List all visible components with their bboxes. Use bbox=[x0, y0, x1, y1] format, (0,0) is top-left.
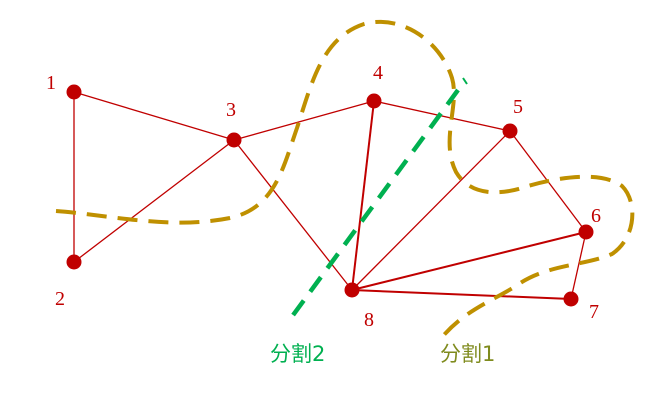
node-label-4: 4 bbox=[373, 62, 383, 84]
edge-3-8 bbox=[233, 139, 353, 291]
node-7 bbox=[563, 291, 579, 307]
node-label-1: 1 bbox=[46, 72, 56, 94]
edge-6-7 bbox=[570, 231, 587, 300]
edges-layer bbox=[73, 91, 587, 300]
labels-layer: 1 2 3 4 5 6 7 8 bbox=[46, 62, 601, 331]
node-1 bbox=[66, 84, 82, 100]
node-5 bbox=[502, 123, 518, 139]
cut2-dashed-line bbox=[286, 88, 460, 324]
cut2-label: 分割2 bbox=[270, 342, 325, 366]
node-3 bbox=[226, 132, 242, 148]
edge-4-8 bbox=[351, 100, 375, 291]
cuts-layer bbox=[55, 19, 635, 338]
node-label-6: 6 bbox=[591, 205, 601, 227]
node-label-2: 2 bbox=[55, 288, 65, 310]
nodes-layer bbox=[66, 84, 594, 307]
edge-2-3 bbox=[73, 139, 235, 263]
node-2 bbox=[66, 254, 82, 270]
edge-6-8 bbox=[351, 231, 587, 291]
cut1-label: 分割1 bbox=[440, 342, 495, 366]
node-6 bbox=[578, 224, 594, 240]
node-label-5: 5 bbox=[513, 96, 523, 118]
node-label-7: 7 bbox=[589, 301, 599, 323]
edge-5-8 bbox=[351, 130, 511, 291]
edge-4-5 bbox=[373, 100, 511, 132]
edge-8-7 bbox=[351, 289, 572, 300]
node-8 bbox=[344, 282, 360, 298]
cut1-dashed-curve bbox=[55, 19, 635, 338]
cut2-line-tip bbox=[462, 77, 468, 85]
node-label-8: 8 bbox=[364, 309, 374, 331]
edge-3-4 bbox=[233, 100, 375, 141]
edge-1-3 bbox=[73, 91, 235, 141]
node-4 bbox=[366, 93, 382, 109]
node-label-3: 3 bbox=[226, 99, 236, 121]
